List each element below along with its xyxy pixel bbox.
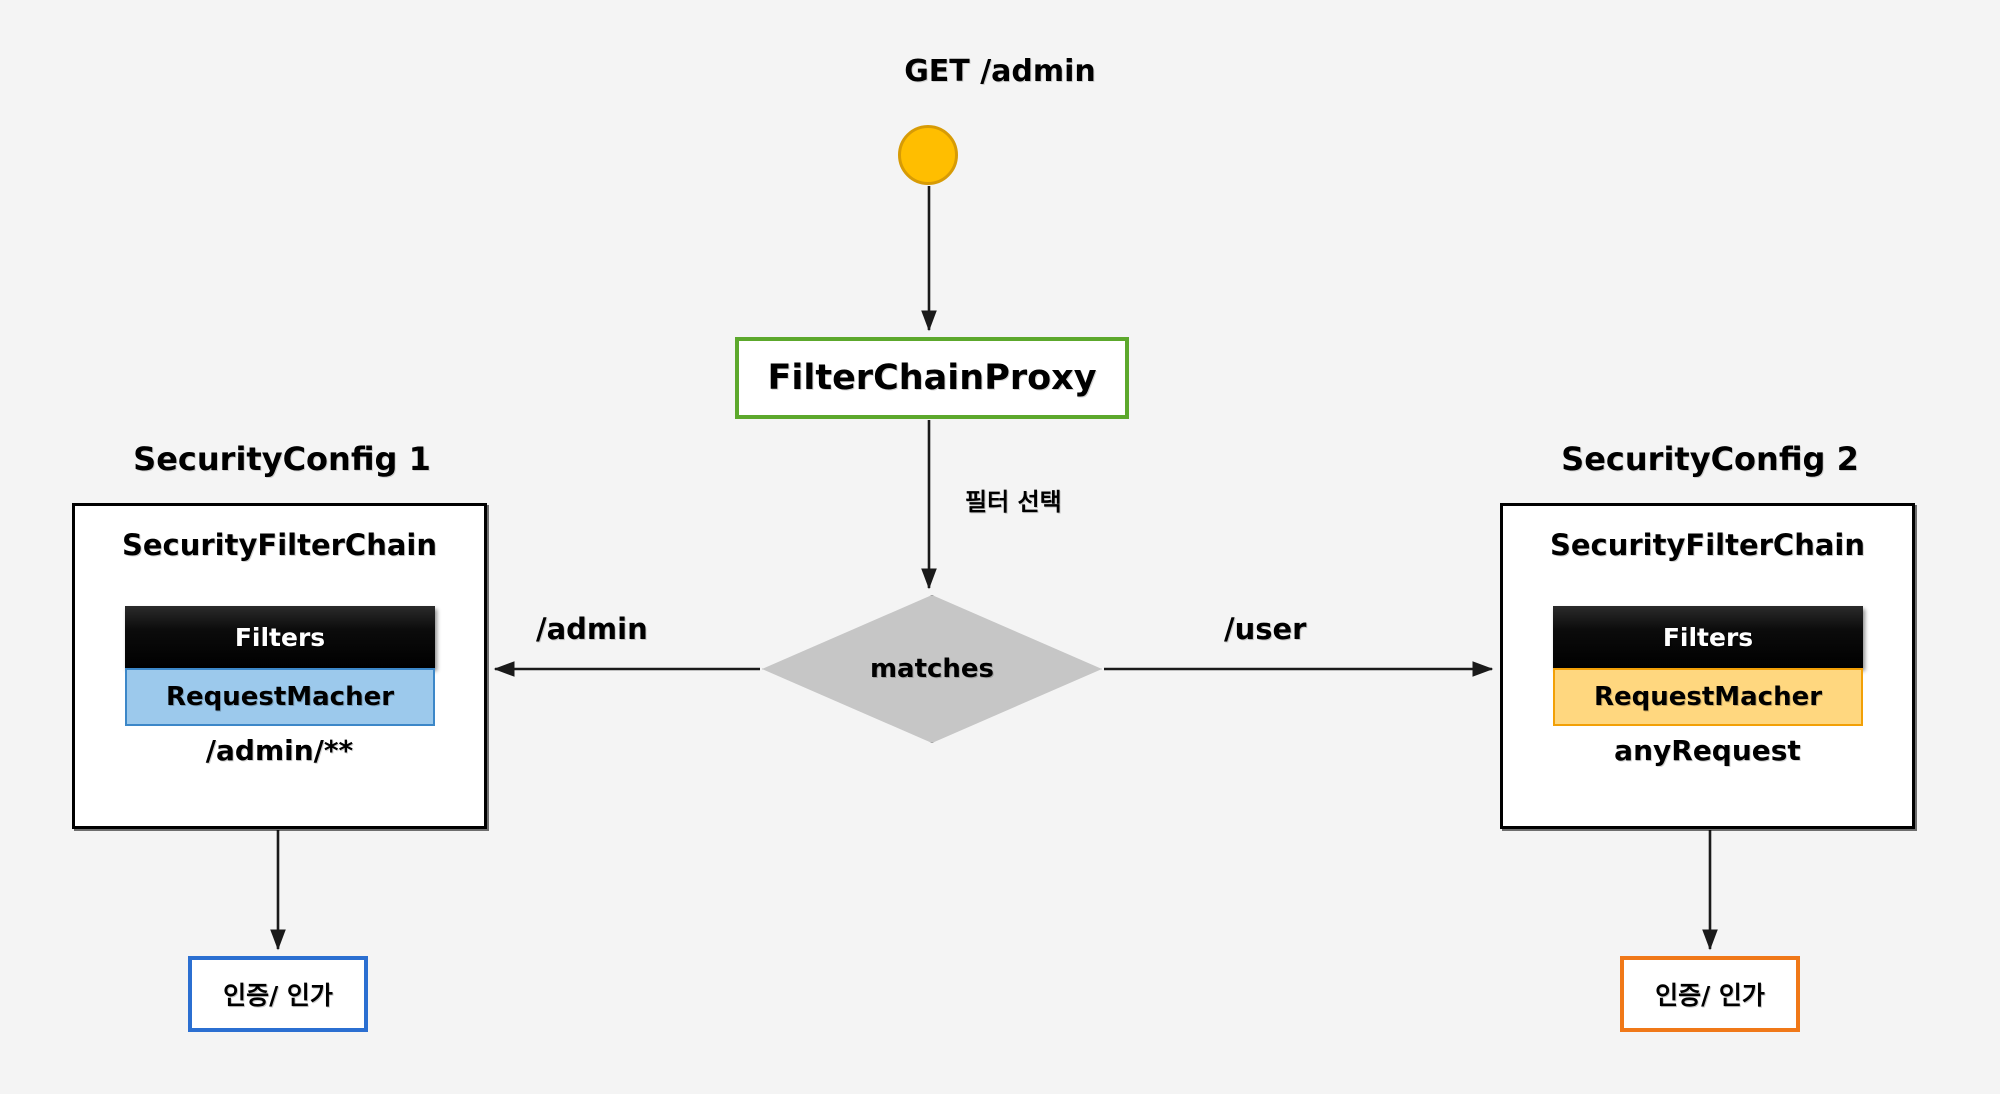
- request-matcher-pattern-2: anyRequest: [1614, 734, 1801, 767]
- filters-bar-2[interactable]: Filters: [1553, 606, 1863, 668]
- filters-bar-1[interactable]: Filters: [125, 606, 435, 668]
- filter-stack-1: Filters RequestMacher: [125, 606, 435, 726]
- security-filter-chain-1-title: SecurityFilterChain: [121, 528, 437, 562]
- request-start-dot: [898, 125, 958, 185]
- filter-chain-proxy-node[interactable]: FilterChainProxy: [735, 337, 1129, 419]
- filter-chain-proxy-label: FilterChainProxy: [767, 358, 1097, 398]
- request-title: GET /admin: [904, 54, 1096, 89]
- edge-label-user-path: /user: [1224, 612, 1307, 646]
- filter-stack-2: Filters RequestMacher: [1553, 606, 1863, 726]
- matches-decision-node[interactable]: matches: [762, 595, 1102, 743]
- security-config-2-box[interactable]: SecurityFilterChain Filters RequestMache…: [1500, 503, 1915, 829]
- security-config-1-box[interactable]: SecurityFilterChain Filters RequestMache…: [72, 503, 487, 829]
- matches-label: matches: [869, 654, 995, 684]
- request-matcher-bar-2[interactable]: RequestMacher: [1553, 668, 1863, 726]
- auth-box-left-label: 인증/ 인가: [223, 981, 333, 1010]
- edge-label-admin-path: /admin: [536, 612, 648, 646]
- edge-label-filter-select: 필터 선택: [965, 488, 1062, 516]
- security-config-2-title: SecurityConfig 2: [1561, 440, 1859, 478]
- auth-box-left[interactable]: 인증/ 인가: [188, 956, 368, 1032]
- auth-box-right[interactable]: 인증/ 인가: [1620, 956, 1800, 1032]
- security-config-1-title: SecurityConfig 1: [133, 440, 431, 478]
- request-matcher-pattern-1: /admin/**: [205, 734, 354, 767]
- security-filter-chain-2-title: SecurityFilterChain: [1549, 528, 1865, 562]
- auth-box-right-label: 인증/ 인가: [1655, 981, 1765, 1010]
- request-matcher-bar-1[interactable]: RequestMacher: [125, 668, 435, 726]
